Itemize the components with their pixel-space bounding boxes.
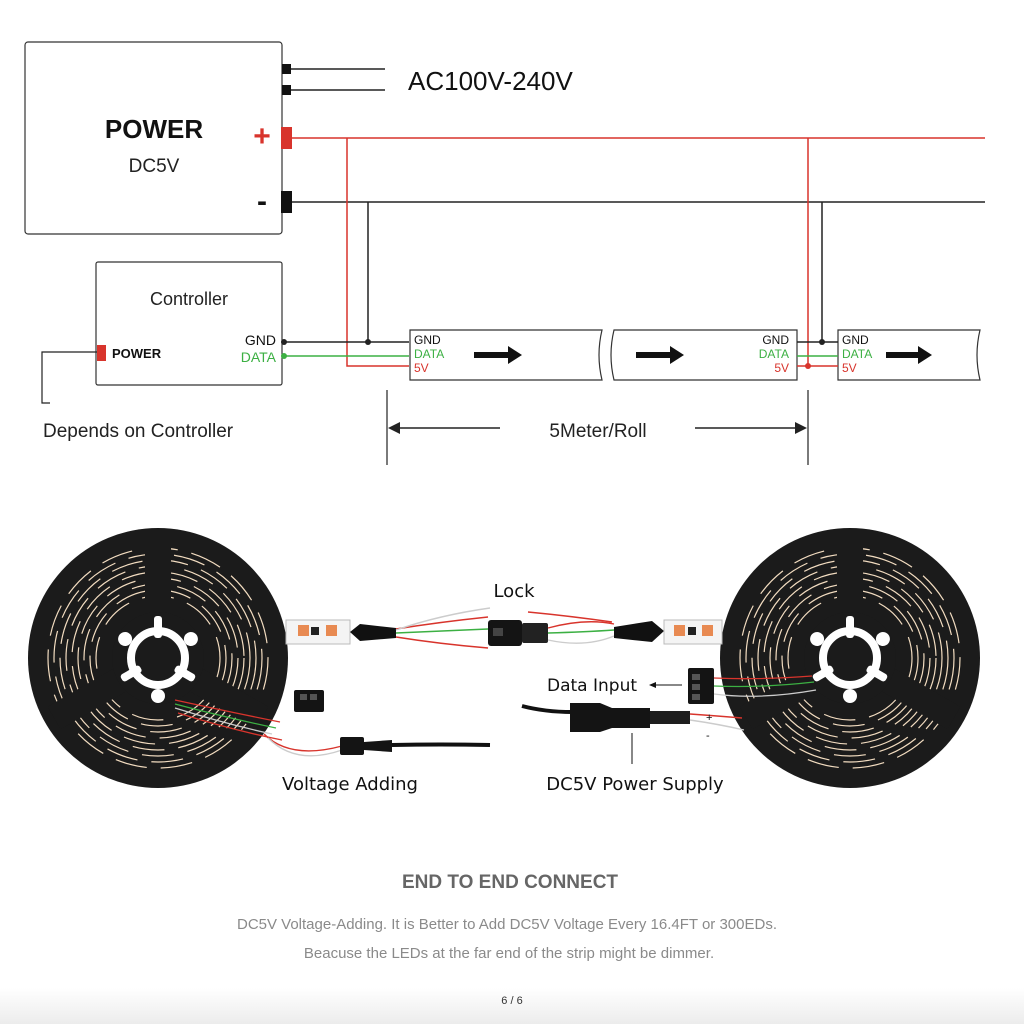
strip3-gnd-label: GND (842, 333, 869, 347)
voltage-adding-white-wire (267, 737, 343, 757)
data-input-pointer-head (649, 682, 656, 688)
depends-on-controller-note: Depends on Controller (43, 421, 234, 442)
lock-label: Lock (493, 581, 535, 602)
page-indicator: 6 / 6 (501, 995, 523, 1007)
right-strip-end (663, 619, 723, 645)
left-led-reel (28, 528, 288, 788)
positive-drop-1 (346, 138, 409, 367)
right-pigtail-plug (614, 621, 664, 642)
strip1-5v-label: 5V (414, 361, 429, 375)
positive-terminal (281, 127, 292, 149)
positive-terminal-sign: + (253, 120, 271, 153)
voltage-adding-plug (340, 737, 364, 755)
data-input-wires (713, 675, 817, 697)
voltage-adding-connector (294, 690, 324, 712)
strip2-gnd-label: GND (762, 333, 789, 347)
power-title: POWER (105, 114, 203, 144)
right-led-reel (720, 528, 980, 788)
caption-title: END TO END CONNECT (402, 872, 618, 893)
controller-power-terminal (97, 345, 106, 361)
strip2-5v-label: 5V (774, 361, 789, 375)
power-supply-cable (521, 704, 573, 714)
power-supply-white-wire (689, 719, 745, 731)
voltage-adding-label: Voltage Adding (282, 774, 418, 795)
strip1-direction-arrow (474, 346, 522, 364)
length-dimension: 5Meter/Roll (386, 390, 809, 465)
left-pigtail-plug (350, 624, 396, 641)
lock-connector (488, 620, 548, 646)
negative-terminal (281, 191, 292, 213)
controller-power-lead (41, 351, 97, 404)
right-lock-wires (527, 611, 615, 644)
controller-power-label: POWER (112, 346, 162, 361)
strip3-5v-label: 5V (842, 361, 857, 375)
strip-segment-3: GND DATA 5V (837, 329, 981, 381)
controller-data-label: DATA (241, 349, 277, 365)
left-strip-end (285, 619, 351, 645)
strip2-direction-arrow (636, 346, 684, 364)
strip-segment-1: GND DATA 5V (409, 329, 603, 381)
strip-segment-2: GND DATA 5V (610, 329, 798, 381)
controller-box: Controller POWER GND DATA (95, 261, 283, 386)
controller-gnd-label: GND (245, 332, 276, 348)
power-supply-barrel (650, 711, 690, 724)
power-supply-box: POWER DC5V + - (24, 41, 292, 235)
voltage-adding-red-wire (263, 733, 343, 752)
negative-terminal-sign: - (257, 185, 267, 218)
power-voltage: DC5V (129, 156, 180, 177)
power-supply-label: DC5V Power Supply (546, 774, 724, 795)
controller-title: Controller (150, 289, 228, 309)
power-supply-red-wire (689, 713, 743, 719)
ac-terminal-bottom (282, 85, 291, 95)
data-input-connector (688, 668, 714, 704)
power-supply-plug (570, 703, 650, 732)
ac-terminal-top (282, 64, 291, 74)
power-supply-minus-mark: - (706, 730, 710, 742)
pager-bar (0, 988, 1024, 1024)
voltage-adding-cable (391, 742, 491, 747)
length-label: 5Meter/Roll (549, 421, 646, 442)
strip1-data-label: DATA (414, 347, 444, 361)
strip2-data-label: DATA (759, 347, 789, 361)
strip3-data-label: DATA (842, 347, 872, 361)
strip3-direction-arrow (886, 346, 932, 364)
strip1-gnd-label: GND (414, 333, 441, 347)
ac-input-label: AC100V-240V (408, 66, 573, 96)
left-lock-wires (395, 607, 491, 649)
caption-line-1: DC5V Voltage-Adding. It is Better to Add… (237, 916, 777, 933)
power-supply-plus-mark: + (706, 712, 712, 724)
caption-line-2: Beacuse the LEDs at the far end of the s… (304, 945, 714, 962)
voltage-adding-boot (364, 740, 392, 752)
left-reel-wires (174, 699, 283, 741)
data-input-label: Data Input (547, 676, 637, 696)
